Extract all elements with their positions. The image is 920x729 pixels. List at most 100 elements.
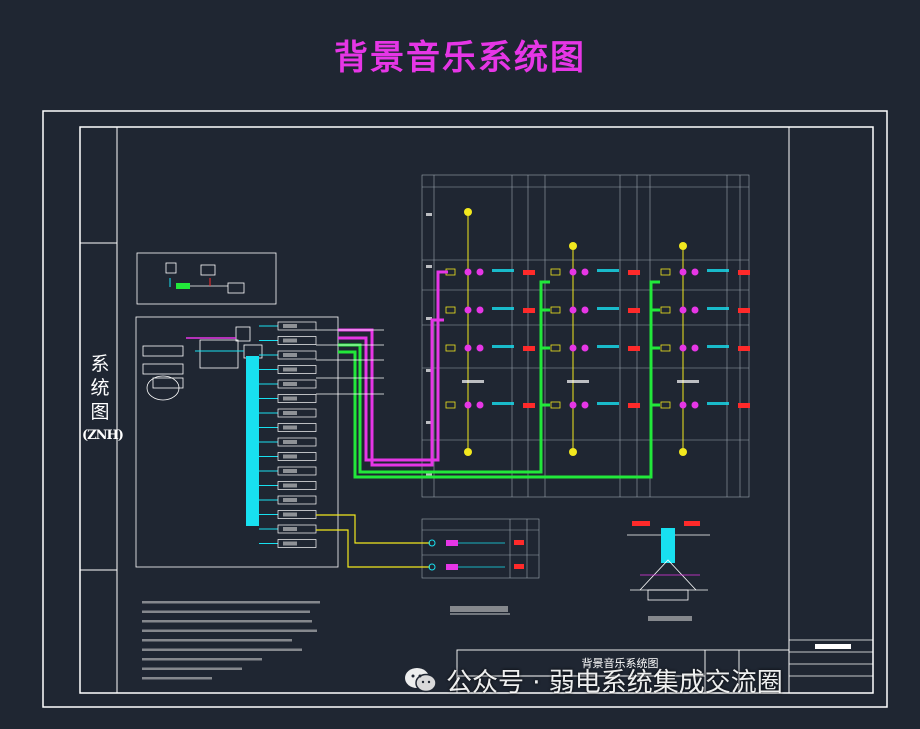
ceiling-speaker-icon [464,344,472,352]
volume-control-icon [445,306,456,314]
watermark: 公众号 · 弱电系统集成交流圈 [404,662,783,698]
volume-control-icon [445,401,456,409]
ceiling-speaker-icon [691,401,699,409]
riser-grid [421,174,750,498]
amp-module-label [283,440,297,444]
amp-module [277,495,317,505]
amp-module [277,481,317,490]
count-tag [628,308,640,313]
amp-module [277,466,317,476]
amp-module-label [283,512,297,517]
device-label [567,380,589,383]
amp-module [277,394,317,403]
title-block-right [789,639,873,677]
side-label: 系 统 图 (ZNH) [82,352,124,448]
amp-module-label [283,541,297,546]
volume-control-icon [660,401,671,409]
device-label [492,269,514,272]
speaker-icon [679,242,687,250]
device-label [492,345,514,348]
count-tag [523,346,535,351]
ceiling-speaker-icon [691,344,699,352]
device-label [462,380,484,383]
riser-columns [426,208,750,476]
ceiling-speaker-icon [476,344,484,352]
amp-module [277,408,317,418]
speaker-icon [464,448,472,456]
ceiling-speaker-icon [581,401,589,409]
note-line [142,610,310,613]
ceiling-speaker-icon [581,306,589,314]
volume-control-icon [550,306,561,314]
speaker-detail [627,528,710,601]
floor-label [426,421,432,424]
side-label-line1: 系 [90,353,110,375]
amp-module-label [283,353,297,357]
count-tag [523,308,535,313]
ceiling-speaker-icon [691,268,699,276]
ceiling-speaker-icon [464,306,472,314]
speaker-icon [569,242,577,250]
volume-control-icon [660,268,671,276]
note-line [142,620,312,623]
zone-lines [316,329,384,395]
amp-module-label [283,469,297,473]
count-tag [628,403,640,408]
amp-module [277,423,317,432]
volume-control-icon [550,268,561,276]
note-line [142,658,262,661]
title-block-drawing-name: 背景音乐系统图 [581,657,659,670]
volume-control-icon [550,401,561,409]
ceiling-speaker-icon [581,268,589,276]
device-label [597,307,619,310]
amp-module-label [283,367,297,372]
amp-module-label [283,338,297,343]
volume-control-icon [550,344,561,352]
amp-module-label [283,425,297,430]
note-line [142,601,320,604]
floor-label [426,369,432,372]
amp-module-label [283,411,297,415]
count-tag [523,403,535,408]
head-end-box [136,252,277,305]
amp-module-label [283,498,297,502]
amp-module [277,379,317,389]
amp-module [277,524,317,534]
ceiling-speaker-icon [569,401,577,409]
equipment-rack [135,316,339,568]
ceiling-speaker-icon [679,401,687,409]
green-device [176,283,190,289]
device-label [492,307,514,310]
page-title: 背景音乐系统图 [334,38,586,78]
amp-module-label [283,483,297,488]
speaker-icon [464,208,472,216]
amp-module-label [283,454,297,459]
count-tag [628,270,640,275]
amp-module-label [283,527,297,531]
device-label [707,269,729,272]
wechat-icon [404,666,438,694]
volume-control-icon [660,306,671,314]
amp-module-label [283,324,297,328]
side-label-code: (ZNH) [82,428,124,443]
ceiling-speaker-icon [569,268,577,276]
ceiling-speaker-icon [679,306,687,314]
device-label [707,402,729,405]
ceiling-speaker-icon [569,344,577,352]
note-line [142,677,212,680]
amplifier-rows [259,321,317,548]
volume-control-icon [445,344,456,352]
side-label-line2: 统 [90,377,110,399]
floor-label [426,317,432,320]
device-label [677,380,699,383]
count-tag [523,270,535,275]
count-tag [738,403,750,408]
count-tag [738,270,750,275]
amp-module [277,336,317,345]
count-tag [738,346,750,351]
amp-module [277,452,317,461]
notes-lines [142,601,320,680]
device-label [707,307,729,310]
cyan-trunk [246,356,259,526]
